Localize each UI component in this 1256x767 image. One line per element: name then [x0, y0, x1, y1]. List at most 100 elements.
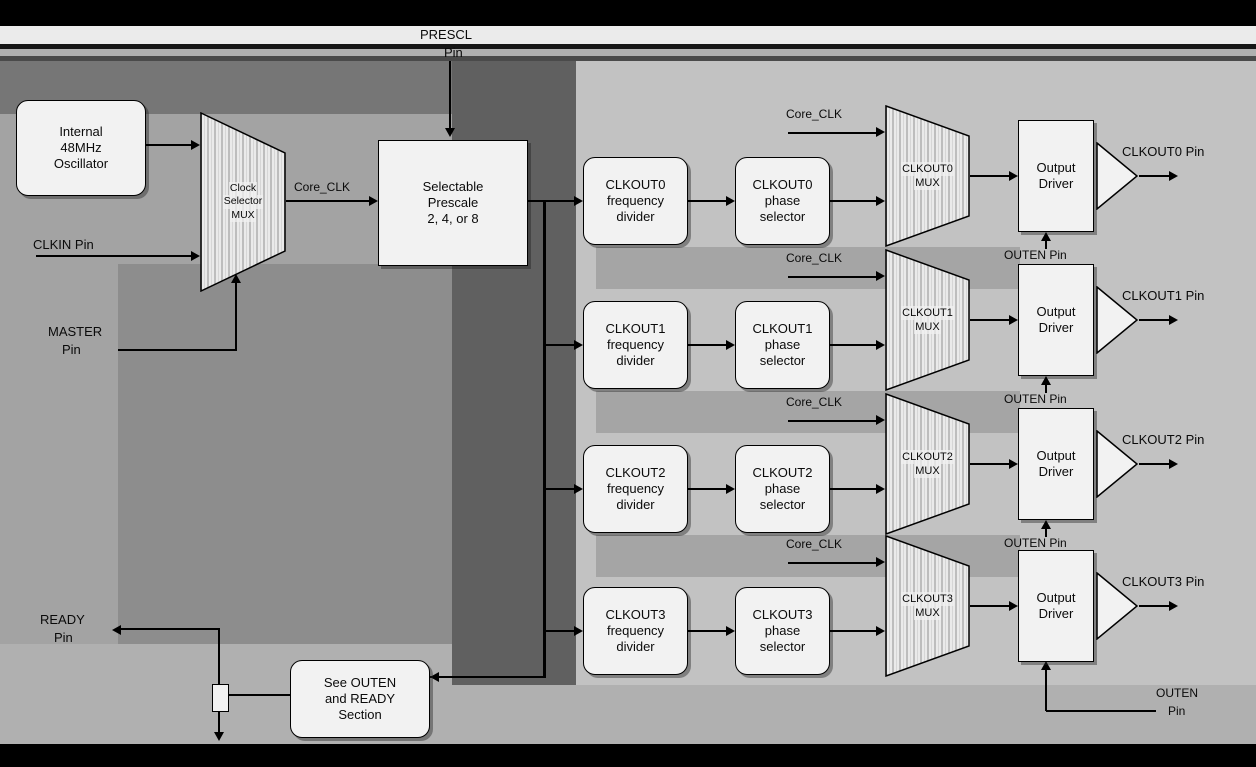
clkout-pin-arrowhead [1169, 601, 1178, 611]
phase-to-mux-line [830, 630, 878, 632]
outen-pin-label: OUTEN Pin [1004, 392, 1067, 406]
divider-line1: CLKOUT0 [605, 176, 666, 192]
core-clk-arrowhead [876, 415, 885, 425]
outen-pin-label: OUTEN Pin [1004, 248, 1067, 262]
phase-line3: selector [759, 497, 806, 513]
clkout-pin-line [1139, 175, 1171, 177]
phase-line1: CLKOUT1 [752, 320, 813, 336]
ready-line [120, 628, 220, 630]
ready-pin-label-line1: READY [40, 612, 85, 627]
core-clk-label: Core_CLK [786, 537, 843, 551]
outen-pin-label: OUTEN Pin [1004, 536, 1067, 550]
divider-to-phase-arrowhead [726, 484, 735, 494]
divider-line3: divider [616, 639, 655, 655]
ready-pin-label-line2: Pin [54, 630, 73, 645]
driver-line2: Driver [1038, 606, 1074, 621]
ready-arrowhead [112, 625, 121, 635]
core-clk-line [788, 276, 878, 278]
mux-line2: MUX [914, 464, 941, 479]
clock-selector-mux-line3: MUX [230, 208, 256, 223]
phase-to-mux-arrowhead [876, 484, 885, 494]
clkout-pin-line [1139, 605, 1171, 607]
mux-line1: CLKOUT0 [901, 161, 954, 176]
oscillator-block: Internal 48MHz Oscillator [16, 100, 146, 196]
divider-to-phase-line [688, 630, 728, 632]
outen3-pin-label-line2: Pin [1168, 704, 1186, 718]
clkout-pin-line [1139, 463, 1171, 465]
master-arrowhead [231, 274, 241, 283]
driver-line1: Output [1036, 303, 1076, 319]
phase-line2: phase [764, 336, 801, 352]
clkin-arrowhead [191, 251, 200, 261]
divider-line3: divider [616, 353, 655, 369]
mux-line1: CLKOUT3 [901, 591, 954, 606]
buffer-triangle-shape [1096, 285, 1139, 355]
driver-line1: Output [1036, 447, 1076, 463]
oscillator-output-arrowhead [191, 140, 200, 150]
outen3-line-vertical [1045, 670, 1047, 711]
divider-line1: CLKOUT1 [605, 320, 666, 336]
bus-branch-arrowhead [574, 340, 583, 350]
buffer-triangle-shape [1096, 141, 1139, 211]
bus-branch-line [546, 344, 579, 346]
divider-to-phase-arrowhead [726, 196, 735, 206]
output-driver-block: Output Driver [1018, 408, 1094, 520]
mux-line1: CLKOUT2 [901, 449, 954, 464]
core-clk-line [788, 562, 878, 564]
outen3-arrowhead [1041, 661, 1051, 670]
see-outen-line1: See OUTEN [323, 674, 397, 690]
mux-to-driver-line [970, 463, 1011, 465]
outen-arrowhead [1041, 232, 1051, 241]
divider-line1: CLKOUT3 [605, 606, 666, 622]
clkin-pin-label: CLKIN Pin [33, 237, 94, 252]
background-stripe-2 [0, 56, 1256, 61]
bus-branch-arrowhead [574, 196, 583, 206]
outen3-pin-label-line1: OUTEN [1156, 686, 1198, 700]
mux-line1: CLKOUT1 [901, 305, 954, 320]
latch-down-arrowhead [214, 732, 224, 741]
see-outen-link-line [430, 676, 545, 678]
phase-to-mux-line [830, 488, 878, 490]
clkout1-frequency-divider-block: CLKOUT1 frequency divider [583, 301, 688, 389]
outen-line [1045, 529, 1047, 537]
prescl-arrowhead [445, 128, 455, 137]
clkout2-pin-label: CLKOUT2 Pin [1122, 432, 1205, 447]
master-pin-label-line1: MASTER [48, 324, 103, 339]
output-driver-block: Output Driver [1018, 120, 1094, 232]
clock-selector-mux-line1: Clock [228, 181, 258, 196]
outen3-line-horizontal [1046, 710, 1156, 712]
phase-line2: phase [764, 192, 801, 208]
oscillator-output-line [146, 144, 192, 146]
mux-to-driver-line [970, 175, 1011, 177]
output-buffer-triangle [1096, 141, 1139, 211]
phase-to-mux-line [830, 200, 878, 202]
phase-line2: phase [764, 480, 801, 496]
see-outen-line3: Section [338, 707, 382, 723]
phase-line1: CLKOUT3 [752, 606, 813, 622]
core-clk-label: Core_CLK [786, 395, 843, 409]
clkout-pin-arrowhead [1169, 171, 1178, 181]
divider-line2: frequency [606, 336, 665, 352]
clkout-pin-line [1139, 319, 1171, 321]
core-clk-line [788, 420, 878, 422]
driver-line1: Output [1036, 159, 1076, 175]
bus-branch-line [546, 488, 579, 490]
core-clk-line [788, 132, 878, 134]
master-pin-label-line2: Pin [62, 342, 81, 357]
divider-line3: divider [616, 497, 655, 513]
clkout1-mux: CLKOUT1 MUX [885, 248, 970, 392]
divider-to-phase-line [688, 200, 728, 202]
clock-selector-mux-line2: Selector [222, 195, 264, 209]
prescl-line [449, 61, 451, 129]
prescale-line2: Prescale [427, 194, 479, 210]
divider-to-phase-arrowhead [726, 626, 735, 636]
ready-latch-box [212, 684, 229, 712]
phase-line3: selector [759, 209, 806, 225]
output-buffer-triangle [1096, 571, 1139, 641]
clkout3-phase-selector-block: CLKOUT3 phase selector [735, 587, 830, 675]
master-line-vertical [235, 283, 237, 351]
driver-line2: Driver [1038, 464, 1074, 479]
phase-to-mux-arrowhead [876, 196, 885, 206]
divider-to-phase-line [688, 344, 728, 346]
